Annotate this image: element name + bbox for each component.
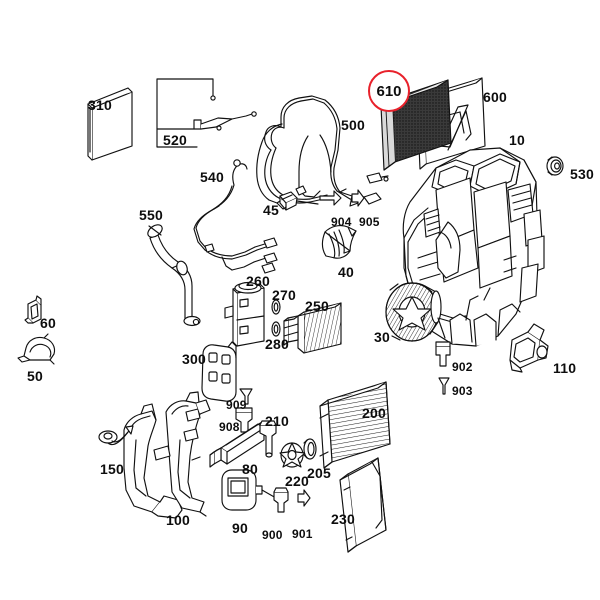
callout-clip-60: 60 bbox=[40, 315, 56, 331]
callout-filter-element-panel: 310 bbox=[88, 97, 112, 113]
callout-clip-904: 904 bbox=[331, 215, 352, 229]
callout-filter-frame-cover: 600 bbox=[483, 89, 507, 105]
callout-duct-assembly-100: 100 bbox=[166, 512, 190, 528]
callout-rivet-150: 150 bbox=[100, 461, 124, 477]
callout-expansion-valve: 260 bbox=[246, 273, 270, 289]
callout-fastener-210: 210 bbox=[265, 413, 289, 429]
part-550-hose bbox=[147, 224, 201, 327]
part-270-o-ring bbox=[271, 299, 281, 315]
callout-grommet: 530 bbox=[570, 166, 594, 182]
part-80-slide-rail bbox=[209, 421, 265, 468]
part-110-bracket bbox=[509, 323, 549, 373]
callout-wiring-bracket: 520 bbox=[163, 132, 187, 148]
callout-actuator-bracket-110: 110 bbox=[553, 360, 577, 376]
part-40-duct-seal bbox=[321, 225, 357, 259]
part-903-screw bbox=[438, 377, 450, 395]
part-904-clip bbox=[319, 190, 342, 206]
part-540-sensor-cable bbox=[193, 159, 278, 274]
part-280-o-ring bbox=[271, 321, 281, 337]
callout-clip-905: 905 bbox=[359, 215, 380, 229]
part-530-grommet bbox=[546, 156, 564, 176]
callout-retainer-50: 50 bbox=[27, 368, 43, 384]
part-310-filter-panel bbox=[87, 87, 133, 161]
part-902-screw bbox=[435, 341, 451, 367]
part-30-blower-motor bbox=[385, 282, 446, 342]
callout-o-ring-280: 280 bbox=[265, 336, 289, 352]
part-60-clip bbox=[24, 295, 42, 324]
callout-wiring-harness-main: 500 bbox=[341, 117, 365, 133]
part-205-seal-ring bbox=[303, 438, 317, 460]
part-250-evaporator bbox=[283, 302, 342, 354]
part-230-housing-cover bbox=[339, 457, 387, 553]
callout-blower-motor: 30 bbox=[374, 329, 390, 345]
callout-evaporator-core: 250 bbox=[305, 298, 329, 314]
part-900-screw bbox=[273, 487, 289, 513]
part-909-screw bbox=[239, 388, 253, 405]
part-901-screw bbox=[297, 489, 311, 507]
callout-screw-900: 900 bbox=[262, 528, 283, 542]
callout-screw-908: 908 bbox=[219, 420, 240, 434]
callout-hvac-housing-unit: 10 bbox=[509, 132, 525, 148]
part-220-washer bbox=[279, 442, 306, 468]
callout-sensor-cable: 540 bbox=[200, 169, 224, 185]
callout-housing-cover-230: 230 bbox=[331, 511, 355, 527]
part-908-screw bbox=[235, 407, 253, 445]
part-200-heater-core bbox=[319, 381, 391, 469]
part-45-connector bbox=[279, 191, 319, 211]
callout-washer-220: 220 bbox=[285, 473, 309, 489]
part-905-clip bbox=[351, 189, 365, 207]
callout-screw-909: 909 bbox=[226, 398, 247, 412]
part-50-retainer bbox=[17, 333, 56, 365]
highlight-circle-610 bbox=[368, 70, 410, 112]
highlight-label-610: 610 bbox=[376, 83, 402, 100]
callout-o-ring-270: 270 bbox=[272, 287, 296, 303]
callout-screw-903: 903 bbox=[452, 384, 473, 398]
part-500-wiring-harness bbox=[256, 95, 389, 210]
part-520-bracket bbox=[156, 78, 257, 148]
part-300-control-module bbox=[201, 341, 237, 402]
callout-control-panel-300: 300 bbox=[182, 351, 206, 367]
part-90-actuator-motor bbox=[221, 469, 277, 511]
callout-screw-901: 901 bbox=[292, 527, 313, 541]
callout-refrigerant-hose: 550 bbox=[139, 207, 163, 223]
part-150-rivet bbox=[98, 425, 134, 446]
part-210-fastener bbox=[259, 420, 277, 458]
callout-connector-45: 45 bbox=[263, 202, 279, 218]
callout-duct-seal-40: 40 bbox=[338, 264, 354, 280]
part-260-expansion-valve bbox=[224, 281, 265, 347]
part-100-duct-assembly bbox=[123, 391, 211, 519]
callout-actuator-motor-90: 90 bbox=[232, 520, 248, 536]
callout-slide-rail-80: 80 bbox=[242, 461, 258, 477]
callout-seal-ring-205: 205 bbox=[307, 465, 331, 481]
callout-heater-core: 200 bbox=[362, 405, 386, 421]
callout-screw-902: 902 bbox=[452, 360, 473, 374]
